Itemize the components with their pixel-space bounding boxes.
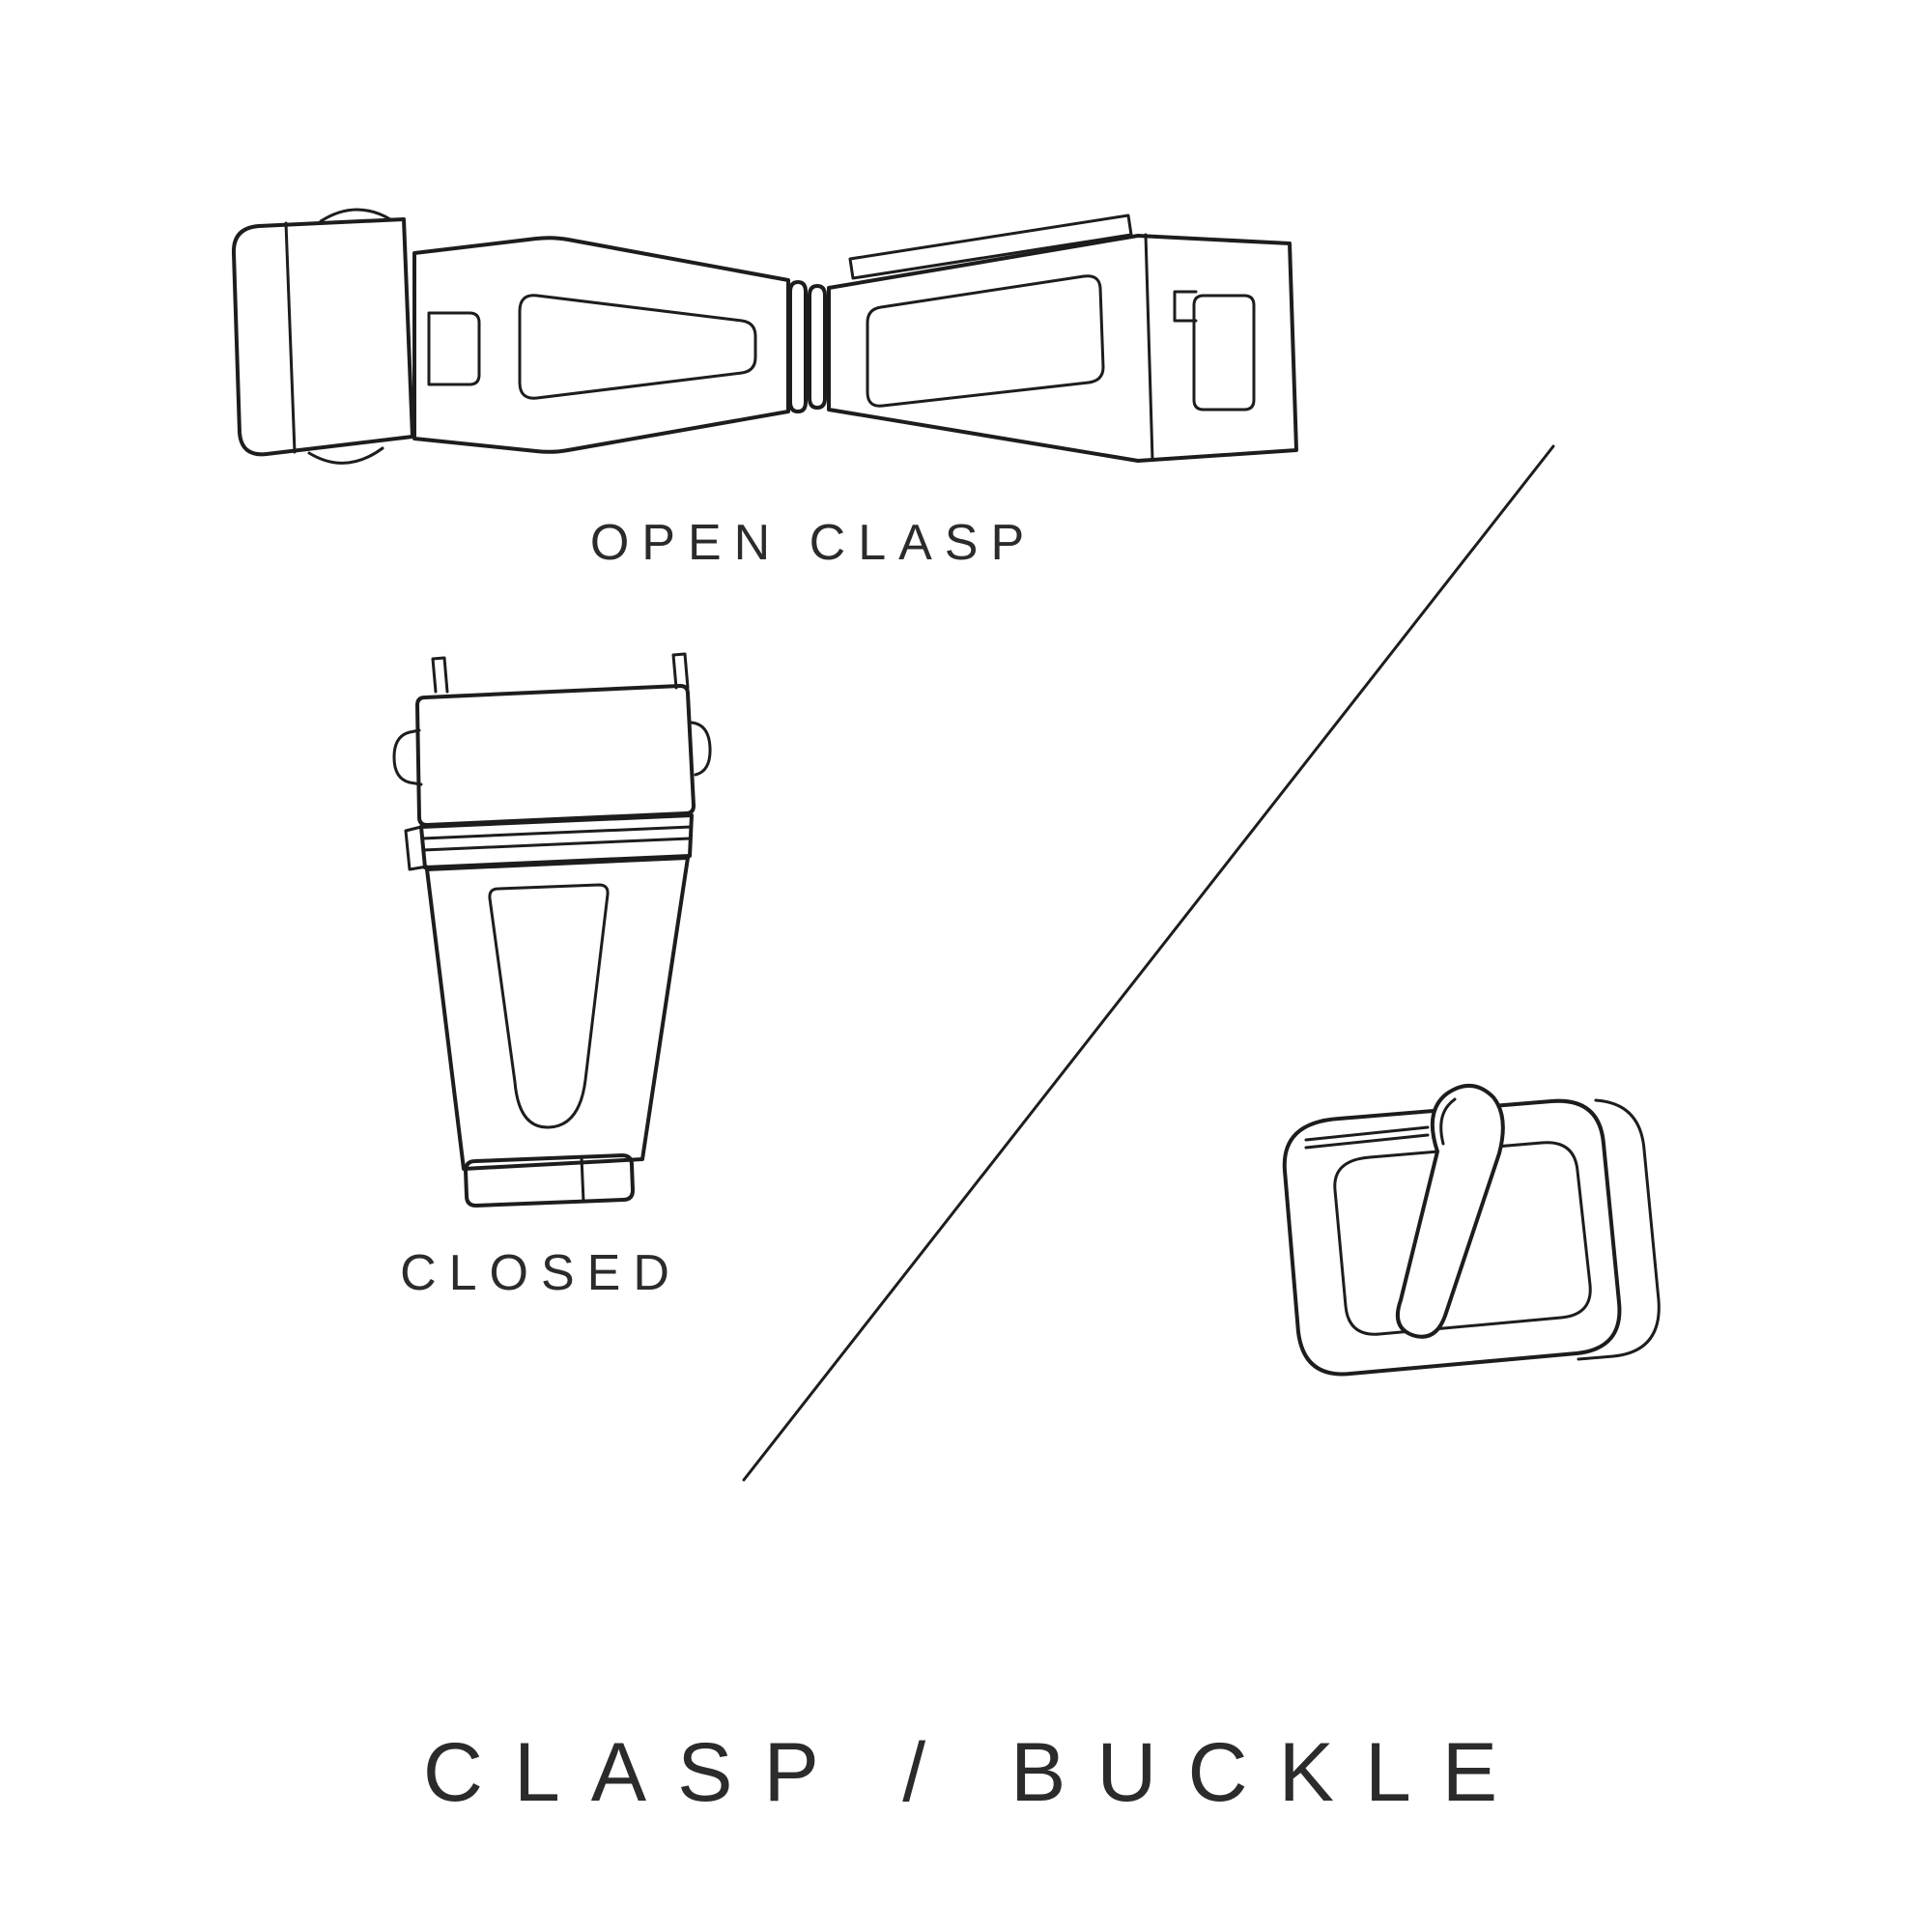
open-clasp-illustration [231, 208, 1298, 465]
closed-clasp-illustration [392, 652, 712, 1208]
closed-clasp-caption: CLOSED [400, 1245, 682, 1301]
tang-buckle-illustration [1282, 1084, 1661, 1377]
page-title: CLASP / BUCKLE [422, 1726, 1529, 1819]
diagonal-divider-line [742, 444, 1555, 1482]
open-clasp-caption: OPEN CLASP [589, 515, 1037, 571]
